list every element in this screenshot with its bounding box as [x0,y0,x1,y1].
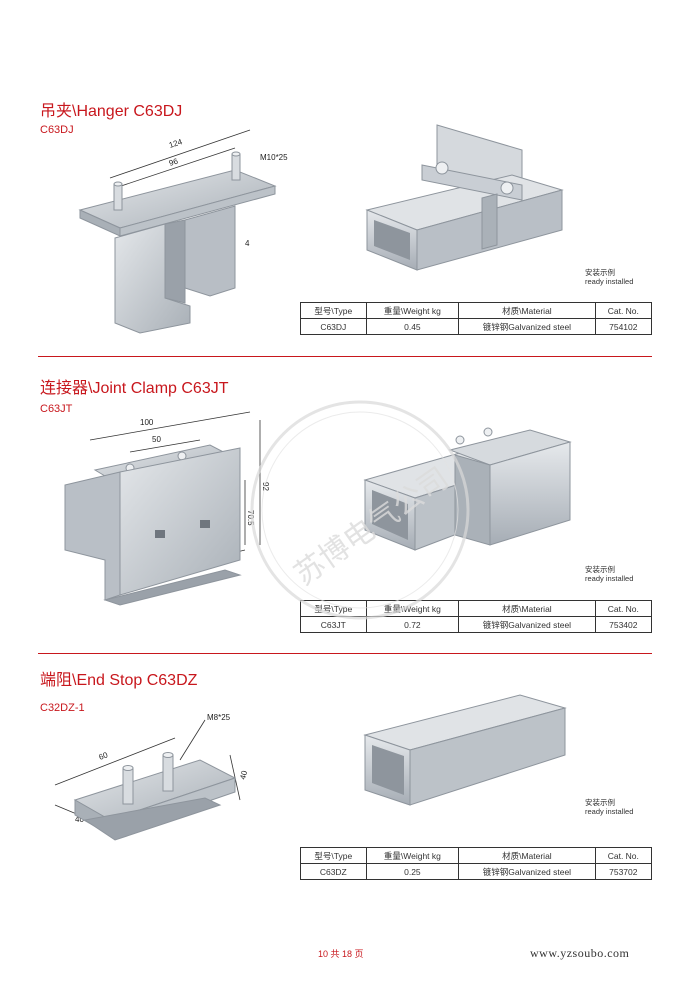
cell-material: 镀锌钢Galvanized steel [458,318,596,335]
col-cat: Cat. No. [594,847,653,864]
section-divider [38,356,652,357]
hanger-installed-drawing [365,124,564,271]
section-code-endstop: C32DZ-1 [40,702,85,714]
installed-caption-hanger: 安装示例 ready installed [585,268,634,286]
watermark-text: 苏博电气公司 [288,461,456,593]
cell-weight: 0.45 [365,318,460,335]
section-title-joint: 连接器\Joint Clamp C63JT [40,380,229,397]
col-material: 材质\Material [458,302,596,319]
spec-table-endstop: 型号\Type 重量\Weight kg 材质\Material Cat. No… [300,847,653,880]
joint-clamp-drawing: 100 50 92 70.5 4 75 [64,411,270,606]
col-type: 型号\Type [300,847,367,864]
dim-m10: M10*25 [260,153,288,162]
section-title-endstop: 端阻\End Stop C63DZ [40,672,198,689]
dim-60: 60 [98,750,110,762]
dim-40-right: 40 [238,769,249,780]
dim-92: 92 [261,482,270,491]
section-code-joint: C63JT [40,403,73,415]
installed-caption-endstop: 安装示例 ready installed [585,798,634,816]
dim-124: 124 [168,137,184,150]
col-cat: Cat. No. [594,600,653,617]
dim-50: 50 [152,435,161,444]
cell-cat: 754102 [594,318,653,335]
end-stop-installed-drawing [363,694,567,806]
cell-type: C63DZ [300,863,367,880]
spec-table-hanger: 型号\Type 重量\Weight kg 材质\Material Cat. No… [300,302,653,335]
website-url[interactable]: www.yzsoubo.com [530,946,630,960]
end-stop-drawing: M8*25 60 40 40 [54,713,249,841]
dim-100: 100 [140,418,154,427]
dim-40-left: 40 [75,815,84,824]
col-type: 型号\Type [300,302,367,319]
cell-type: C63DJ [300,318,367,335]
section-code-hanger: C63DJ [40,124,74,136]
spec-table-joint: 型号\Type 重量\Weight kg 材质\Material Cat. No… [300,600,653,633]
dim-96: 96 [168,156,180,167]
installed-caption-joint: 安装示例 ready installed [585,565,634,583]
dim-m8: M8*25 [207,713,231,722]
col-material: 材质\Material [458,847,596,864]
cell-weight: 0.25 [365,863,460,880]
section-divider [38,653,652,654]
cell-cat: 753402 [594,616,653,633]
cell-material: 镀锌钢Galvanized steel [458,863,596,880]
col-weight: 重量\Weight kg [365,847,460,864]
hanger-drawing: 124 96 M10*25 4 [78,129,288,334]
page-number: 10 共 18 页 [318,949,364,959]
col-weight: 重量\Weight kg [365,302,460,319]
joint-installed-drawing [363,427,572,551]
dim-70-5: 70.5 [246,510,255,526]
col-cat: Cat. No. [594,302,653,319]
dim-4: 4 [245,239,250,248]
watermark-stamp: 苏博电气公司 [250,400,470,620]
cell-cat: 753702 [594,863,653,880]
section-title-hanger: 吊夹\Hanger C63DJ [40,103,183,120]
col-material: 材质\Material [458,600,596,617]
